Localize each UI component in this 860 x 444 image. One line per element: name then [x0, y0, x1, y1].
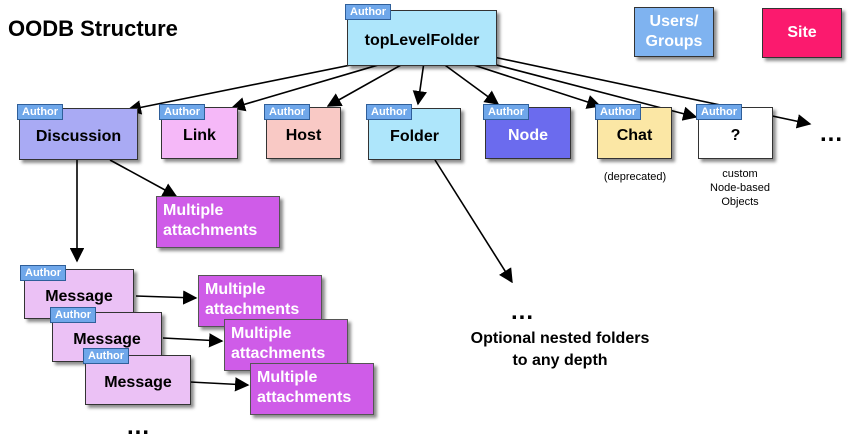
- arrow-to-link: [230, 57, 403, 112]
- nested-folders-ellipsis: ...: [511, 298, 535, 325]
- author-tag-message-1: Author: [20, 265, 67, 281]
- node-label: Node: [508, 127, 548, 144]
- unknown-label: ?: [730, 127, 741, 144]
- arrow-message3-attachments: [189, 377, 250, 392]
- custom-objects-note: custom Node-based Objects: [710, 168, 770, 208]
- site-label: Site: [787, 24, 817, 41]
- arrow-to-unknown: [461, 55, 698, 121]
- link-label: Link: [183, 127, 216, 144]
- folder-label: Folder: [390, 128, 439, 145]
- author-tag-chat: Author: [595, 104, 642, 120]
- arrow-to-node: [437, 59, 500, 105]
- discussion-attachments: Multiple attachments: [156, 196, 280, 248]
- top-level-folder-label: topLevelFolder: [364, 32, 480, 49]
- users-groups-label: Users/ Groups: [645, 13, 703, 50]
- author-tag-host: Author: [264, 104, 311, 120]
- optional-nested-folders-text: Optional nested folders to any depth: [470, 330, 650, 369]
- message-label-1: Message: [45, 288, 113, 305]
- arrow-to-chat: [451, 57, 602, 109]
- message-attachments-1: Multiple attachments: [198, 275, 322, 327]
- author-tag-link: Author: [159, 104, 206, 120]
- author-tag-discussion: Author: [17, 104, 64, 120]
- author-tag-node: Author: [483, 104, 530, 120]
- author-tag-folder: Author: [366, 104, 413, 120]
- top-level-folder-node: topLevelFolder: [347, 10, 497, 66]
- chat-deprecated-note: (deprecated): [603, 171, 667, 183]
- diagram-title: OODB Structure: [8, 16, 178, 41]
- arrow-to-host: [326, 59, 411, 107]
- more-messages-ellipsis: ...: [127, 413, 151, 440]
- arrow-message2-attachments: [162, 333, 224, 348]
- author-tag-message-2: Author: [50, 307, 97, 323]
- author-tag-top: Author: [345, 4, 392, 20]
- arrow-discussion-attachments: [109, 159, 178, 197]
- author-tag-unknown: Author: [696, 104, 743, 120]
- message-label-2: Message: [73, 331, 141, 348]
- discussion-label: Discussion: [35, 128, 122, 145]
- message-label-3: Message: [104, 374, 172, 391]
- host-label: Host: [285, 127, 322, 144]
- arrow-folder-nested: [434, 159, 513, 284]
- author-tag-message-3: Author: [83, 348, 130, 364]
- site-node: Site: [762, 8, 842, 58]
- message-attachments-3: Multiple attachments: [250, 363, 374, 415]
- users-groups-node: Users/ Groups: [634, 7, 714, 57]
- arrow-to-folder: [412, 61, 427, 106]
- arrow-message1-attachments: [135, 290, 198, 305]
- chat-label: Chat: [616, 127, 653, 144]
- more-children-ellipsis: ...: [820, 120, 844, 147]
